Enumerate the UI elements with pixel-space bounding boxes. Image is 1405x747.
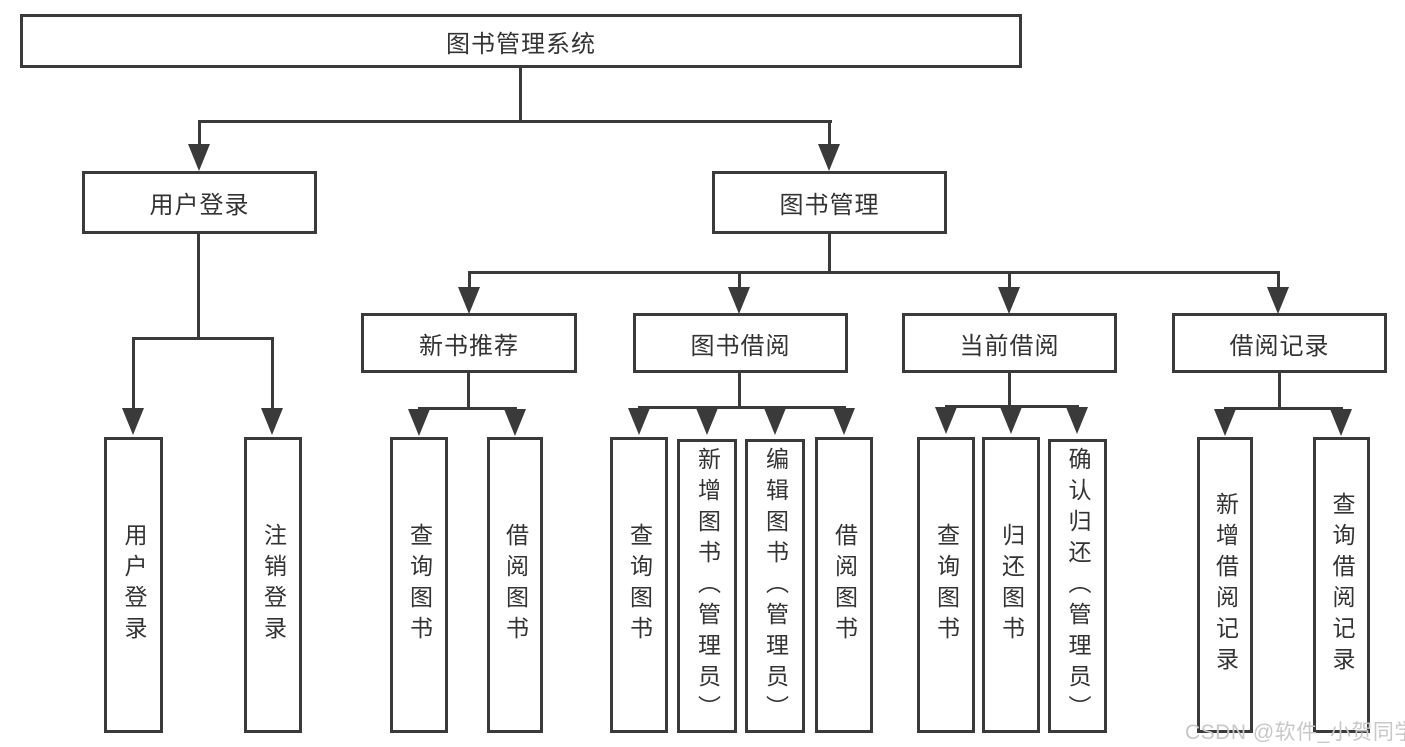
csdn-watermark: CSDN @软件_小贺同学 bbox=[1185, 721, 1405, 744]
connector-line bbox=[1278, 373, 1281, 410]
connector-line bbox=[738, 373, 741, 409]
leaf-return-book: 归还图书 bbox=[982, 437, 1040, 733]
connector-line bbox=[519, 68, 522, 123]
arrow-down-icon bbox=[122, 408, 144, 435]
leaf-query-book-recommend: 查询图书 bbox=[390, 437, 448, 733]
arrow-down-icon bbox=[696, 408, 718, 435]
node-book-management: 图书管理 bbox=[712, 171, 947, 234]
connector-line bbox=[468, 271, 1280, 274]
arrow-down-icon bbox=[818, 144, 840, 171]
connector-line bbox=[1224, 407, 1343, 410]
arrow-down-icon bbox=[1214, 409, 1236, 436]
connector-line bbox=[132, 337, 135, 410]
arrow-down-icon bbox=[188, 144, 210, 171]
arrow-down-icon bbox=[261, 408, 283, 435]
arrow-down-icon bbox=[628, 408, 650, 435]
connector-line bbox=[271, 337, 274, 410]
connector-line bbox=[197, 234, 200, 340]
arrow-down-icon bbox=[998, 287, 1020, 314]
connector-line bbox=[467, 373, 470, 410]
connector-line bbox=[945, 405, 1079, 408]
node-library-management-system: 图书管理系统 bbox=[20, 14, 1022, 68]
connector-line bbox=[828, 234, 831, 274]
arrow-down-icon bbox=[408, 409, 430, 436]
node-book-borrow: 图书借阅 bbox=[633, 313, 848, 373]
connector-line bbox=[198, 120, 832, 123]
connector-line bbox=[1277, 271, 1280, 289]
connector-line bbox=[132, 337, 274, 340]
arrow-down-icon bbox=[935, 407, 957, 434]
arrow-down-icon bbox=[1267, 287, 1289, 314]
connector-line bbox=[418, 407, 517, 410]
leaf-user-login: 用户登录 bbox=[104, 437, 163, 733]
connector-line bbox=[738, 271, 741, 289]
connector-line bbox=[638, 406, 846, 409]
leaf-edit-book-admin: 编辑图书（管理员） bbox=[745, 439, 805, 733]
node-new-book-recommend: 新书推荐 bbox=[361, 313, 577, 373]
arrow-down-icon bbox=[1000, 407, 1022, 434]
leaf-add-book-admin: 新增图书（管理员） bbox=[677, 439, 737, 733]
leaf-query-borrow-record: 查询借阅记录 bbox=[1313, 437, 1370, 733]
node-current-borrow: 当前借阅 bbox=[902, 313, 1117, 373]
leaf-logout: 注销登录 bbox=[244, 437, 302, 733]
connector-line bbox=[828, 120, 831, 148]
arrow-down-icon bbox=[1330, 409, 1352, 436]
arrow-down-icon bbox=[833, 408, 855, 435]
leaf-query-book-borrow: 查询图书 bbox=[610, 437, 668, 733]
leaf-confirm-return-admin: 确认归还（管理员） bbox=[1048, 439, 1107, 733]
connector-line bbox=[1008, 373, 1011, 408]
arrow-down-icon bbox=[1066, 407, 1088, 434]
connector-line bbox=[198, 120, 201, 148]
arrow-down-icon bbox=[764, 408, 786, 435]
node-user-login: 用户登录 bbox=[82, 171, 317, 234]
connector-line bbox=[468, 271, 471, 289]
arrow-down-icon bbox=[504, 409, 526, 436]
arrow-down-icon bbox=[458, 287, 480, 314]
leaf-borrow-book-recommend: 借阅图书 bbox=[487, 437, 543, 733]
arrow-down-icon bbox=[728, 287, 750, 314]
connector-line bbox=[1008, 271, 1011, 289]
leaf-borrow-book: 借阅图书 bbox=[815, 437, 873, 733]
leaf-add-borrow-record: 新增借阅记录 bbox=[1197, 437, 1253, 733]
node-borrow-records: 借阅记录 bbox=[1172, 313, 1387, 373]
leaf-query-book-current: 查询图书 bbox=[917, 437, 975, 733]
